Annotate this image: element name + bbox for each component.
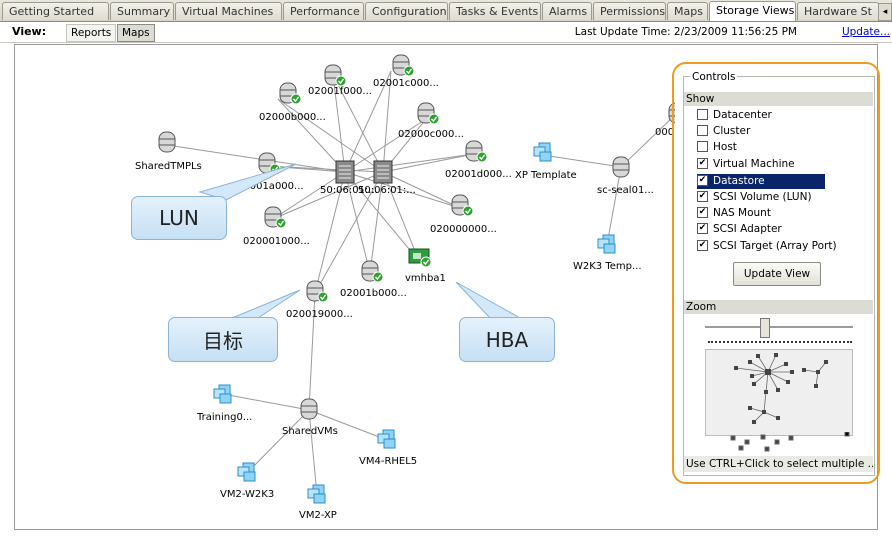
hba-node-vmhba1[interactable] [408,248,432,268]
checkbox-label: Host [713,141,737,153]
view-label: View: [12,25,47,38]
node-label: 02000c000... [398,129,464,140]
checkmark-icon[interactable]: ✔ [697,157,708,169]
tab-strip: Getting Started Summary Virtual Machines… [0,0,892,22]
node-label: 50:06:01:... [320,185,378,196]
checkbox-label: Cluster [713,125,751,137]
reports-button[interactable]: Reports [66,24,117,42]
maps-button[interactable]: Maps [117,24,155,42]
last-update-time: Last Update Time: 2/23/2009 11:56:25 PM [574,26,797,38]
checkbox-cluster[interactable]: Cluster [697,124,750,139]
tab-alarms[interactable]: Alarms [542,2,592,20]
checkmark-icon[interactable]: ✔ [697,190,708,202]
tab-permissions[interactable]: Permissions [593,2,666,20]
checkbox-scsi-adapter[interactable]: ✔ SCSI Adapter [697,222,782,237]
node-label: vmhba1 [405,273,446,284]
checkmark-icon[interactable]: ✔ [697,174,708,186]
update-link[interactable]: Update... [841,26,890,38]
node-label: 02000b000... [259,112,326,123]
checkbox-label: Datacenter [713,109,772,121]
checkbox-scsi-volume[interactable]: ✔ SCSI Volume (LUN) [697,190,812,205]
node-label: SharedTMPLs [135,161,202,172]
tab-storage-views[interactable]: Storage Views [709,1,796,21]
checkbox-label: SCSI Adapter [713,223,782,235]
checkbox-datastore[interactable]: ✔ Datastore [697,174,825,189]
callout-target: 目标 [168,317,278,362]
checkmark-icon[interactable]: ✔ [697,239,708,251]
tab-hardware-status[interactable]: Hardware St [797,2,879,20]
checkbox-datacenter[interactable]: Datacenter [697,108,772,123]
node-label: W2K3 Temp... [573,261,642,272]
callout-hba: HBA [459,317,555,362]
tab-performance[interactable]: Performance [283,2,364,20]
node-label: 02001a000... [237,181,304,192]
node-label: 020019000... [286,309,353,320]
zoom-section-header: Zoom [684,300,873,314]
checkbox-box[interactable] [697,124,708,136]
overview-lower-strip [730,432,850,452]
node-label: sc-seal01... [597,185,654,196]
storage-map[interactable]: 02001f000... 02001c000... 02000b000... 0… [14,44,878,530]
node-label: VM4-RHEL5 [359,456,418,467]
map-edges [158,54,686,504]
checkbox-host[interactable]: Host [697,140,737,155]
checkbox-label: NAS Mount [713,207,771,219]
zoom-slider-track[interactable] [705,326,853,328]
node-label: 50:06:01:... [358,185,416,196]
map-overview[interactable] [705,349,853,436]
checkbox-scsi-target[interactable]: ✔ SCSI Target (Array Port) [697,239,837,254]
node-label: Training0... [197,412,253,423]
show-section-header: Show [684,92,873,106]
tab-configuration[interactable]: Configuration [365,2,448,20]
tab-summary[interactable]: Summary [110,2,174,20]
node-label: VM2-W2K3 [220,489,275,500]
node-label: XP Template [515,170,577,181]
checkbox-nas-mount[interactable]: ✔ NAS Mount [697,206,771,221]
view-toolbar: View: Reports Maps Last Update Time: 2/2… [0,22,892,43]
checkbox-label: SCSI Target (Array Port) [713,240,837,252]
checkbox-label: SCSI Volume (LUN) [713,191,812,203]
node-label: 02001b000... [340,288,407,299]
tab-getting-started[interactable]: Getting Started [2,2,109,20]
checkbox-box[interactable] [697,108,708,120]
tab-virtual-machines[interactable]: Virtual Machines [175,2,282,20]
node-label: 02001f000... [308,86,372,97]
update-view-button[interactable]: Update View [733,262,821,286]
checkbox-box[interactable] [697,140,708,152]
zoom-slider-thumb[interactable] [760,318,770,338]
node-label: 020001000... [243,236,310,247]
tab-maps[interactable]: Maps [667,2,708,20]
controls-title: Controls [690,71,738,83]
node-label: VM2-XP [299,510,337,521]
tab-tasks-events[interactable]: Tasks & Events [449,2,541,20]
multi-select-hint: Use CTRL+Click to select multiple ... [684,456,873,472]
node-label: 000... [655,127,684,138]
callout-lun: LUN [131,196,227,240]
node-label: 02001d000... [445,169,512,180]
overview-thumbnail [734,353,828,424]
zoom-slider-ticks [708,341,852,346]
node-label: 020000000... [430,224,497,235]
checkbox-virtual-machine[interactable]: ✔ Virtual Machine [697,157,795,172]
checkmark-icon[interactable]: ✔ [697,206,708,218]
checkbox-label: Datastore [713,175,765,187]
node-label: 02001c000... [373,78,439,89]
checkbox-label: Virtual Machine [713,158,795,170]
checkmark-icon[interactable]: ✔ [697,222,708,234]
node-label: SharedVMs [282,426,338,437]
